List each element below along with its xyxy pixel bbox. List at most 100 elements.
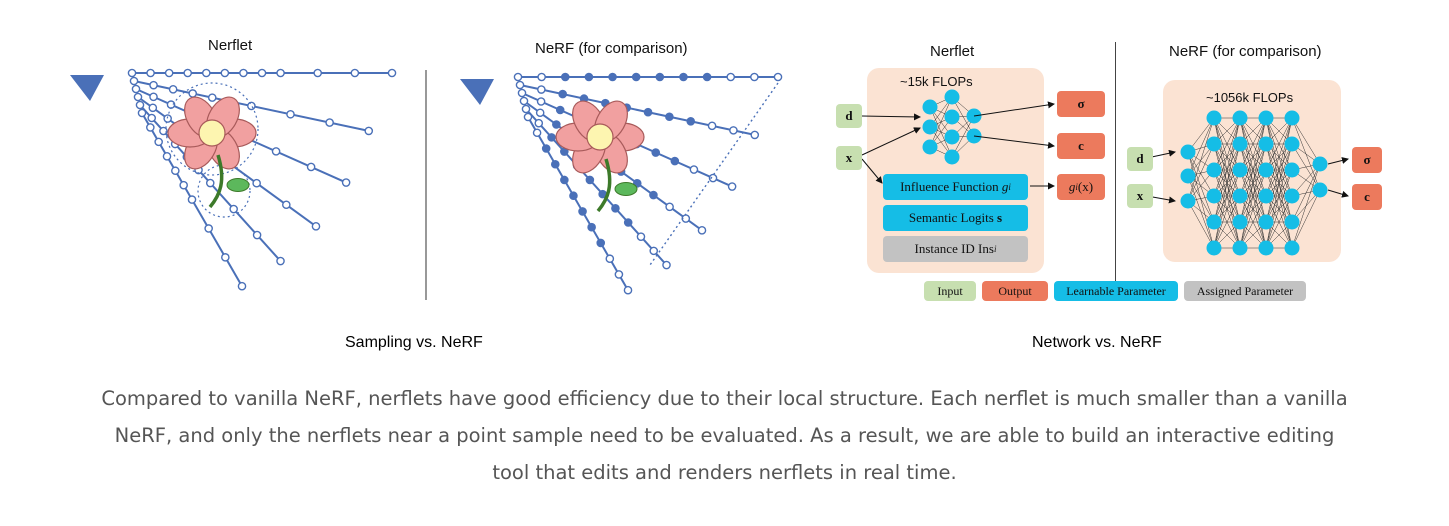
- legend-input: Input: [924, 281, 976, 301]
- sample-point: [311, 222, 321, 231]
- sample-point: [584, 72, 594, 82]
- nerflet-mlp: [922, 89, 982, 165]
- sample-point: [149, 92, 158, 102]
- mlp-neuron: [922, 119, 938, 135]
- influence-out-sub: i: [1075, 182, 1078, 192]
- sample-point: [154, 137, 163, 147]
- sample-point: [534, 118, 544, 128]
- sample-point: [187, 195, 197, 204]
- sample-point: [558, 89, 567, 99]
- nerf-output-sigma-box: σ: [1352, 147, 1382, 173]
- sample-point: [168, 85, 178, 94]
- sample-point: [276, 68, 285, 78]
- sample-point: [519, 96, 529, 106]
- sample-point: [131, 84, 141, 94]
- sample-point: [649, 190, 658, 200]
- mlp-edge: [1187, 117, 1215, 202]
- sample-point: [221, 253, 230, 262]
- mlp-neuron: [1284, 214, 1300, 230]
- sample-point: [547, 133, 556, 142]
- sample-point: [569, 191, 578, 201]
- camera-icon: [70, 75, 104, 101]
- nerf-input-d-box: d: [1127, 147, 1153, 171]
- sample-point: [670, 156, 680, 166]
- mlp-edge: [1187, 143, 1215, 202]
- sample-point: [350, 68, 360, 78]
- sample-point: [560, 175, 569, 185]
- nerf-sampling-rays: [513, 72, 783, 295]
- sampling-boundary: [649, 82, 779, 266]
- sample-point: [127, 68, 137, 78]
- mlp-edge: [1265, 169, 1293, 249]
- mlp-neuron: [1258, 214, 1274, 230]
- sample-point: [148, 103, 158, 113]
- sample-point: [552, 120, 561, 129]
- sample-point: [585, 175, 595, 185]
- sample-point: [515, 80, 525, 90]
- influence-sub: i: [1008, 182, 1011, 192]
- sample-point: [271, 147, 281, 156]
- sample-point: [689, 165, 699, 174]
- sample-point: [587, 222, 596, 232]
- nerf-mlp: [1180, 110, 1328, 256]
- input-d-box: d: [836, 104, 862, 128]
- sample-point: [708, 173, 718, 183]
- sample-point: [282, 200, 291, 210]
- mlp-neuron: [1312, 182, 1328, 198]
- nerflet-sampling-rays: [127, 68, 397, 291]
- sample-point: [655, 72, 665, 82]
- sample-point: [578, 207, 587, 216]
- mlp-neuron: [1206, 162, 1222, 178]
- semantic-label: Semantic Logits: [908, 210, 994, 225]
- flower-leaf: [614, 182, 638, 196]
- mlp-edge: [1239, 117, 1267, 197]
- sample-point: [146, 68, 155, 78]
- sample-point: [171, 166, 180, 176]
- sample-point: [750, 72, 759, 82]
- sample-point: [188, 89, 197, 98]
- legend-output: Output: [982, 281, 1048, 301]
- flower-center: [198, 119, 226, 147]
- sample-point: [513, 72, 523, 82]
- mlp-edge: [1291, 163, 1321, 223]
- mlp-edge: [1187, 151, 1215, 197]
- mlp-edge: [1239, 117, 1267, 171]
- sample-point: [201, 68, 211, 78]
- sample-point: [535, 108, 545, 118]
- mlp-neuron: [1232, 188, 1248, 204]
- sample-point: [537, 85, 546, 94]
- camera-icon: [460, 79, 494, 105]
- sample-point: [614, 270, 624, 279]
- mlp-neuron: [1206, 136, 1222, 152]
- mlp-edge: [1265, 117, 1293, 171]
- mlp-neuron: [1232, 136, 1248, 152]
- sample-point: [325, 118, 334, 127]
- mlp-neuron: [1180, 168, 1196, 184]
- sample-point: [149, 80, 158, 90]
- nerf-output-c-box: c: [1352, 184, 1382, 210]
- sample-point: [229, 204, 238, 214]
- mlp-edge: [1291, 163, 1321, 249]
- mlp-neuron: [922, 139, 938, 155]
- flower-stem: [596, 158, 612, 213]
- mlp-edge: [1213, 143, 1241, 249]
- influence-label: Influence Function: [900, 179, 999, 194]
- sample-point: [623, 218, 633, 227]
- sample-point: [517, 88, 527, 98]
- mlp-edge: [1265, 143, 1293, 249]
- sample-point: [611, 204, 620, 213]
- mlp-neuron: [1232, 110, 1248, 126]
- sample-point: [608, 72, 617, 82]
- sample-point: [133, 92, 143, 102]
- nerflet-flops-label: ~15k FLOPs: [900, 74, 973, 89]
- mlp-neuron: [1232, 214, 1248, 230]
- sampling-nerf-title: NeRF (for comparison): [535, 40, 688, 57]
- mlp-neuron: [1284, 162, 1300, 178]
- sample-point: [662, 260, 671, 270]
- sample-point: [623, 285, 633, 295]
- mlp-edge: [1291, 189, 1321, 249]
- sample-point: [773, 72, 783, 82]
- sample-point: [726, 72, 736, 82]
